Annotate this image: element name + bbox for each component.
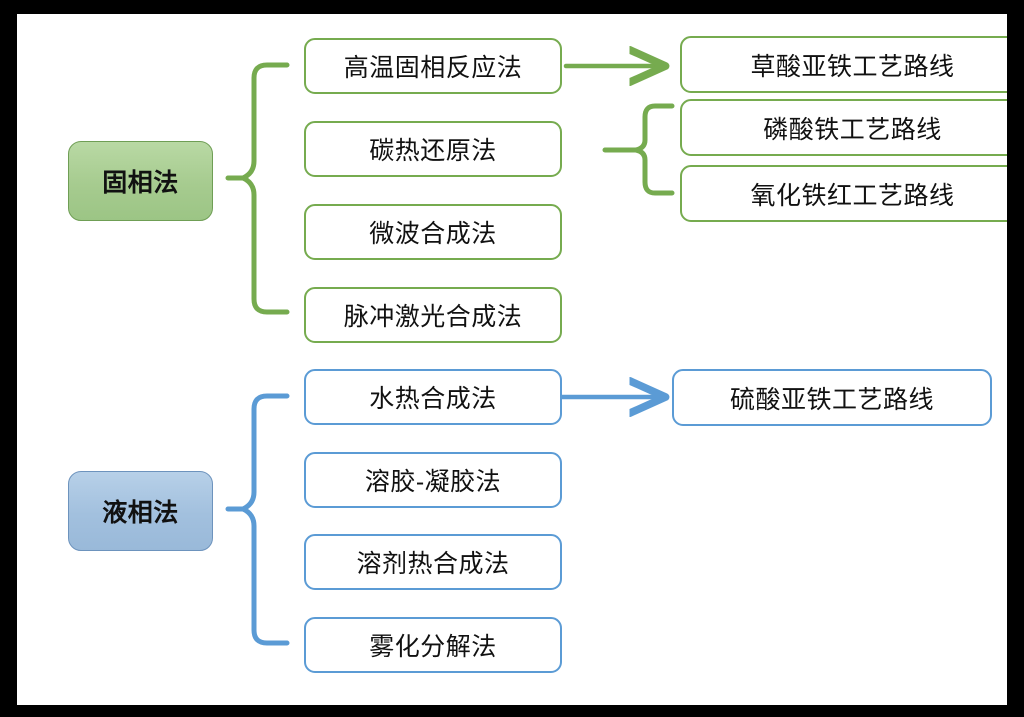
method-label-hydrothermal-synthesis: 水热合成法: [369, 385, 497, 413]
method-label-carbothermal-reduction: 碳热还原法: [369, 137, 497, 165]
root-label-liquid-phase: 液相法: [102, 499, 179, 527]
method-node-microwave-synthesis[interactable]: 微波合成法: [304, 204, 562, 260]
method-node-sol-gel[interactable]: 溶胶-凝胶法: [304, 452, 562, 508]
method-node-hydrothermal-synthesis[interactable]: 水热合成法: [304, 369, 562, 425]
root-node-solid-phase[interactable]: 固相法: [68, 141, 213, 221]
method-label-pulsed-laser-synthesis: 脉冲激光合成法: [343, 303, 523, 331]
route-node-iron-phosphate[interactable]: 磷酸铁工艺路线: [680, 99, 1007, 156]
route-label-ferrous-sulfate: 硫酸亚铁工艺路线: [729, 385, 934, 414]
brace-solid-phase-root: [225, 62, 290, 315]
method-label-solvothermal-synthesis: 溶剂热合成法: [356, 550, 510, 578]
route-label-ferrous-oxalate: 草酸亚铁工艺路线: [750, 52, 955, 81]
route-node-ferrous-oxalate[interactable]: 草酸亚铁工艺路线: [680, 36, 1007, 93]
method-label-high-temp-solid-state: 高温固相反应法: [343, 54, 523, 82]
route-node-iron-oxide-red[interactable]: 氧化铁红工艺路线: [680, 165, 1007, 222]
route-label-iron-oxide-red: 氧化铁红工艺路线: [750, 181, 955, 210]
brace-carbothermal-to-routes: [602, 103, 675, 196]
route-node-ferrous-sulfate[interactable]: 硫酸亚铁工艺路线: [672, 369, 992, 426]
method-node-pulsed-laser-synthesis[interactable]: 脉冲激光合成法: [304, 287, 562, 343]
method-node-high-temp-solid-state[interactable]: 高温固相反应法: [304, 38, 562, 94]
diagram-frame: 固相法 高温固相反应法 碳热还原法 微波合成法 脉冲激光合成法 草酸亚铁工艺路线…: [17, 14, 1007, 705]
method-label-spray-decomposition: 雾化分解法: [369, 633, 497, 661]
method-node-carbothermal-reduction[interactable]: 碳热还原法: [304, 121, 562, 177]
brace-liquid-phase-root: [225, 393, 290, 646]
method-label-microwave-synthesis: 微波合成法: [369, 220, 497, 248]
method-node-solvothermal-synthesis[interactable]: 溶剂热合成法: [304, 534, 562, 590]
method-node-spray-decomposition[interactable]: 雾化分解法: [304, 617, 562, 673]
route-label-iron-phosphate: 磷酸铁工艺路线: [763, 115, 942, 144]
root-label-solid-phase: 固相法: [102, 169, 179, 197]
method-label-sol-gel: 溶胶-凝胶法: [364, 468, 502, 496]
root-node-liquid-phase[interactable]: 液相法: [68, 471, 213, 551]
diagram-canvas: 固相法 高温固相反应法 碳热还原法 微波合成法 脉冲激光合成法 草酸亚铁工艺路线…: [17, 14, 1007, 705]
